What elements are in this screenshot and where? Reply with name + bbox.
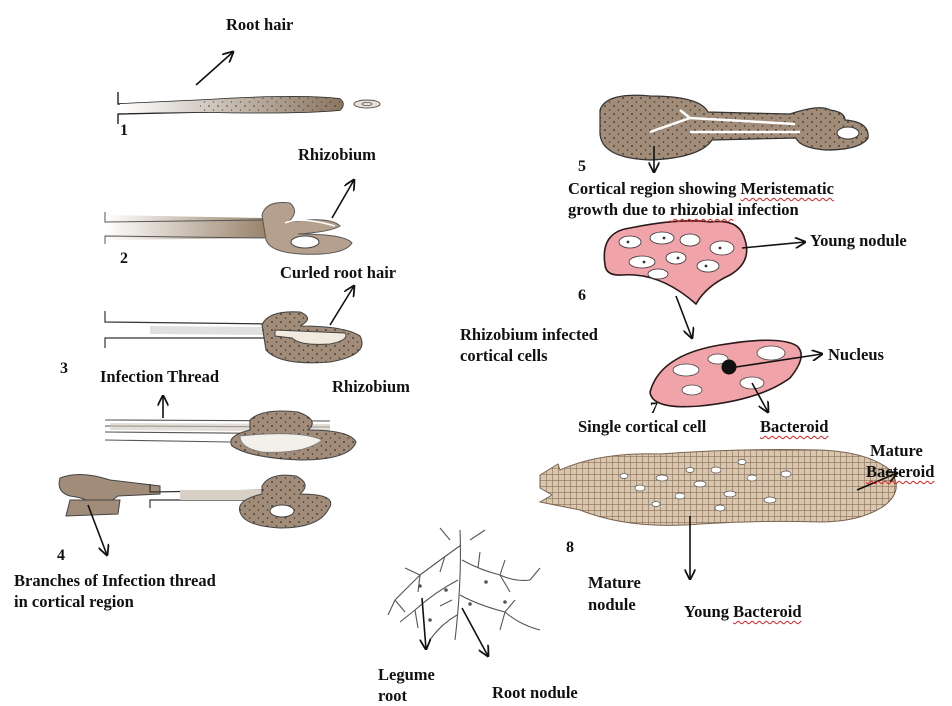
mature-bacteroid-label-line2: Bacteroid — [866, 461, 934, 482]
rhizobial-word: rhizobial — [670, 200, 733, 219]
bacteroid-label: Bacteroid — [760, 416, 828, 437]
cortical-label-line1: Cortical region showing Meristematic — [568, 178, 834, 199]
step-number-5: 5 — [578, 156, 586, 177]
single-cortical-cell-label: Single cortical cell — [578, 416, 706, 437]
cortical-line1-text: Cortical region showing — [568, 179, 741, 198]
rhizobium-label-1: Rhizobium — [298, 144, 376, 165]
step3-thread-drawing — [105, 396, 356, 460]
step-number-8: 8 — [566, 537, 574, 558]
step8-mature-nodule-drawing — [540, 450, 897, 580]
curled-root-hair-label: Curled root hair — [280, 262, 396, 283]
cortical-label-line2: growth due to rhizobial infection — [568, 199, 799, 220]
step5-cortical-drawing — [600, 95, 868, 172]
nucleus-label: Nucleus — [828, 344, 884, 365]
young-nodule-label: Young nodule — [810, 230, 907, 251]
step-number-2: 2 — [120, 248, 128, 269]
step1-root-hair-drawing — [118, 52, 380, 124]
step-number-1: 1 — [120, 120, 128, 141]
infected-cells-label-line1: Rhizobium infected — [460, 324, 598, 345]
step3-infection-drawing — [105, 286, 362, 363]
step4-branches-drawing — [59, 474, 331, 555]
young-bacteroid-label: Young Bacteroid — [684, 601, 802, 622]
branches-label-line1: Branches of Infection thread — [14, 570, 216, 591]
step6-young-nodule-drawing — [604, 221, 805, 338]
step-number-3: 3 — [60, 358, 68, 379]
mature-nodule-label-line2: nodule — [588, 594, 636, 615]
legume-root-system-drawing — [388, 528, 540, 640]
rhizobium-label-2: Rhizobium — [332, 376, 410, 397]
legume-root-label-line2: root — [378, 685, 407, 706]
step-number-6: 6 — [578, 285, 586, 306]
mature-nodule-label-line1: Mature — [588, 572, 641, 593]
root-hair-label: Root hair — [226, 14, 293, 35]
step7-single-cell-drawing — [650, 340, 822, 412]
root-nodule-dots — [418, 580, 507, 622]
branches-label-line2: in cortical region — [14, 591, 134, 612]
legume-root-label-line1: Legume — [378, 664, 435, 685]
meristematic-word: Meristematic — [741, 179, 834, 198]
step-number-4: 4 — [57, 545, 65, 566]
step2-curled-hair-drawing — [105, 180, 354, 254]
cortical-line2-text-c: infection — [733, 200, 799, 219]
infected-cells-label-line2: cortical cells — [460, 345, 548, 366]
young-bacteroid-word: Bacteroid — [733, 602, 801, 621]
cortical-line2-text-a: growth due to — [568, 200, 670, 219]
young-word: Young — [684, 602, 733, 621]
root-nodule-label: Root nodule — [492, 682, 578, 703]
infection-thread-label: Infection Thread — [100, 366, 219, 387]
mature-bacteroid-label-line1: Mature — [870, 440, 923, 461]
